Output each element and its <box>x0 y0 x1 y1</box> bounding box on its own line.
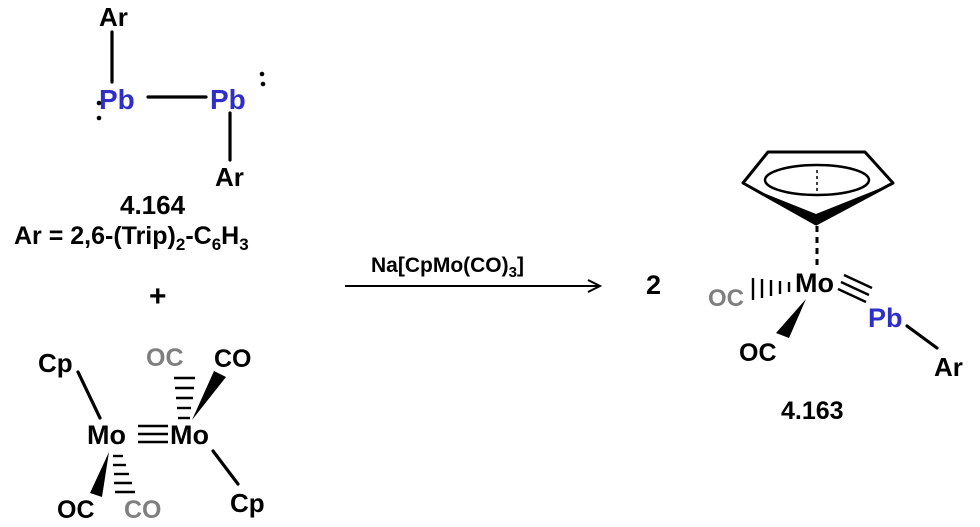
cyclopentadienyl-ring <box>741 150 895 226</box>
mo-product-label: Mo <box>795 268 834 298</box>
co-top-label: CO <box>214 345 252 373</box>
mo-pb-triple-bond <box>837 273 873 304</box>
compound-number-4-163: 4.163 <box>781 397 844 425</box>
cp-top-label: Cp <box>38 348 73 378</box>
diplumbyne-4-164: Ar Pb Pb Ar 4.164 Ar = 2,6-(Trip)2-C6H3 <box>14 2 266 254</box>
cp-bottom-label: Cp <box>230 488 265 518</box>
ar-definition-sub3: 3 <box>239 235 248 254</box>
lone-pair-dot <box>96 100 102 106</box>
reagent-prefix: Na[CpMo(CO) <box>371 254 509 277</box>
arrow-head <box>587 279 603 293</box>
pb-left-label: Pb <box>99 84 135 115</box>
ar-product-label: Ar <box>934 352 963 382</box>
plus-sign: + <box>149 280 167 313</box>
ar-top-label: Ar <box>99 2 128 32</box>
cp-mo-bond-left <box>76 370 102 420</box>
ar-bottom-label: Ar <box>215 162 244 192</box>
ar-definition-mid: -C <box>185 222 211 250</box>
oc-black-product-label: OC <box>739 339 777 367</box>
pb-ar-bond-product <box>905 324 939 350</box>
ar-definition-sub1: 2 <box>176 235 185 254</box>
lone-pair-dot <box>260 81 266 87</box>
reagent-label: Na[CpMo(CO)3] <box>371 254 524 281</box>
ar-definition-sub2: 6 <box>212 235 221 254</box>
mo-left-label: Mo <box>87 420 126 450</box>
mo-right-label: Mo <box>170 420 209 450</box>
reaction-arrow: Na[CpMo(CO)3] <box>345 254 603 293</box>
mo-mo-triple-bond <box>138 424 168 444</box>
oc-gray-product-label: OC <box>708 285 744 312</box>
ar-definition-prefix: Ar = 2,6-(Trip) <box>14 222 176 250</box>
compound-number-4-164: 4.164 <box>120 190 186 220</box>
hashed-wedge-oc-product <box>751 278 791 300</box>
solid-wedge-co-top <box>192 371 226 420</box>
lone-pair-dot <box>259 71 265 77</box>
reagent-suffix: ] <box>517 254 524 277</box>
solid-wedge-oc-product <box>776 299 806 338</box>
hashed-wedge-oc-top <box>174 376 195 420</box>
lone-pair-dot <box>96 115 102 121</box>
dimolybdenum-complex: Cp OC CO Mo Mo <box>38 344 265 524</box>
mo-cp-bond-right <box>211 449 240 486</box>
hashed-wedge-co-bottom <box>113 454 135 494</box>
ar-definition-h: H <box>221 222 239 250</box>
ar-definition: Ar = 2,6-(Trip)2-C6H3 <box>14 222 249 254</box>
pb-right-label: Pb <box>210 84 246 115</box>
solid-wedge-oc-bottom <box>90 452 109 497</box>
pb-product-label: Pb <box>868 303 903 333</box>
co-bottom-gray-label: CO <box>124 496 162 524</box>
reagent-sub: 3 <box>509 264 517 281</box>
stoichiometric-coefficient: 2 <box>646 270 661 300</box>
oc-top-gray-label: OC <box>146 344 184 372</box>
oc-bottom-label: OC <box>57 496 95 524</box>
product-4-163: Mo OC OC Pb Ar 4.163 <box>708 150 963 425</box>
